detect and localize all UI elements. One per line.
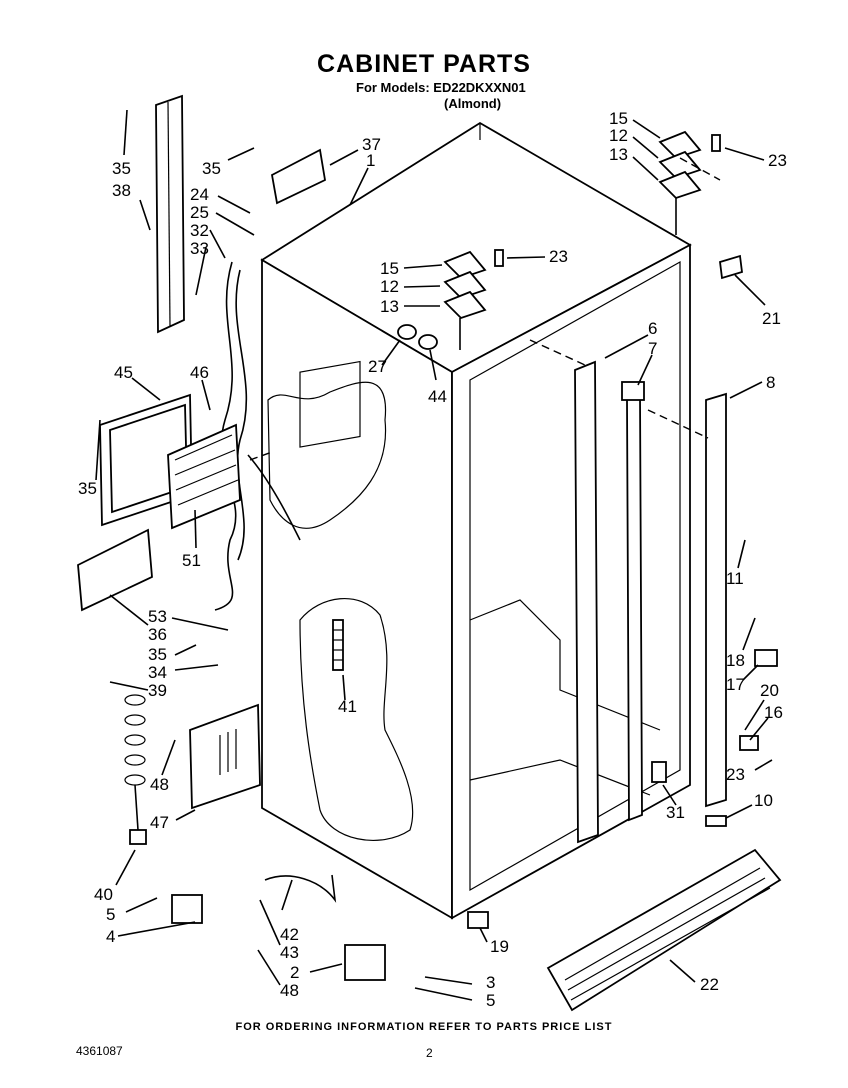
callout-3: 3 <box>486 973 495 992</box>
callout-39: 39 <box>148 681 167 700</box>
callout-51: 51 <box>182 551 201 570</box>
callout-48: 48 <box>150 775 169 794</box>
color-line: (Almond) <box>444 96 502 111</box>
callout-10: 10 <box>754 791 773 810</box>
document-number: 4361087 <box>76 1044 123 1058</box>
insulation-cutaway-upper <box>267 381 387 529</box>
callout-33: 33 <box>190 239 209 258</box>
top-bracket <box>270 148 326 205</box>
callout-35: 35 <box>148 645 167 664</box>
callout-31: 31 <box>666 803 685 822</box>
leader-lines <box>95 109 773 1001</box>
bracket-17 <box>754 649 778 667</box>
callout-35: 35 <box>202 159 221 178</box>
access-panel <box>77 528 153 612</box>
callout-17: 17 <box>726 675 745 694</box>
callout-13: 13 <box>380 297 399 316</box>
bracket-19 <box>467 911 489 929</box>
callout-8: 8 <box>766 373 775 392</box>
callout-21: 21 <box>762 309 781 328</box>
callout-2: 2 <box>290 963 299 982</box>
callout-37: 37 <box>362 135 381 154</box>
callout-1: 1 <box>366 151 375 170</box>
evaporator-assembly <box>99 393 241 530</box>
shim-21 <box>719 254 743 280</box>
left-trim-strip <box>155 94 185 334</box>
insulation-cutaway-lower <box>299 597 414 841</box>
callout-5: 5 <box>486 991 495 1010</box>
callout-36: 36 <box>148 625 167 644</box>
callout-25: 25 <box>190 203 209 222</box>
callout-43: 43 <box>280 943 299 962</box>
callout-23: 23 <box>726 765 745 784</box>
toe-grille <box>546 848 782 1012</box>
callout-12: 12 <box>380 277 399 296</box>
drain-coil <box>124 694 147 845</box>
clip-31 <box>651 761 667 783</box>
damper-housing <box>344 944 386 981</box>
callout-44: 44 <box>428 387 447 406</box>
callout-11: 11 <box>726 569 744 588</box>
callout-15: 15 <box>609 109 628 128</box>
door-gasket-strip <box>574 360 599 844</box>
leveling-roller <box>171 894 203 924</box>
page-title: CABINET PARTS <box>317 50 531 78</box>
callout-35: 35 <box>112 159 131 178</box>
models-line: For Models: ED22DKXXN01 <box>356 80 526 95</box>
callout-47: 47 <box>150 813 169 832</box>
hole-plug-right <box>418 334 438 350</box>
callout-16: 16 <box>764 703 783 722</box>
center-mullion <box>626 392 643 822</box>
callout-23: 23 <box>549 247 568 266</box>
callout-22: 22 <box>700 975 719 994</box>
callout-5: 5 <box>106 905 115 924</box>
hole-plug-left <box>397 324 417 340</box>
callout-34: 34 <box>148 663 167 682</box>
callout-45: 45 <box>114 363 133 382</box>
cabinet-body <box>260 121 692 920</box>
callout-7: 7 <box>648 339 657 358</box>
page-number: 2 <box>426 1046 433 1060</box>
callout-6: 6 <box>648 319 657 338</box>
callout-13: 13 <box>609 145 628 164</box>
callout-48: 48 <box>280 981 299 1000</box>
drain-tube <box>264 874 337 903</box>
callout-18: 18 <box>726 651 745 670</box>
callout-27: 27 <box>368 357 387 376</box>
callout-42: 42 <box>280 925 299 944</box>
callout-40: 40 <box>94 885 113 904</box>
control-bracket <box>189 703 261 810</box>
callout-38: 38 <box>112 181 131 200</box>
callout-12: 12 <box>609 126 628 145</box>
top-left-hinge <box>443 249 504 350</box>
callout-53: 53 <box>148 607 167 626</box>
callout-46: 46 <box>190 363 209 382</box>
right-trim-strip <box>705 392 727 808</box>
cap-10 <box>705 815 727 827</box>
ordering-note: FOR ORDERING INFORMATION REFER TO PARTS … <box>235 1021 613 1033</box>
callout-35: 35 <box>78 479 97 498</box>
callout-23: 23 <box>768 151 787 170</box>
callout-41: 41 <box>338 697 357 716</box>
callout-19: 19 <box>490 937 509 956</box>
callout-15: 15 <box>380 259 399 278</box>
bracket-16 <box>739 735 759 751</box>
callout-24: 24 <box>190 185 209 204</box>
callout-4: 4 <box>106 927 115 946</box>
callout-32: 32 <box>190 221 209 240</box>
defrost-heater <box>332 619 344 671</box>
top-right-hinge <box>658 130 721 235</box>
callout-20: 20 <box>760 681 779 700</box>
